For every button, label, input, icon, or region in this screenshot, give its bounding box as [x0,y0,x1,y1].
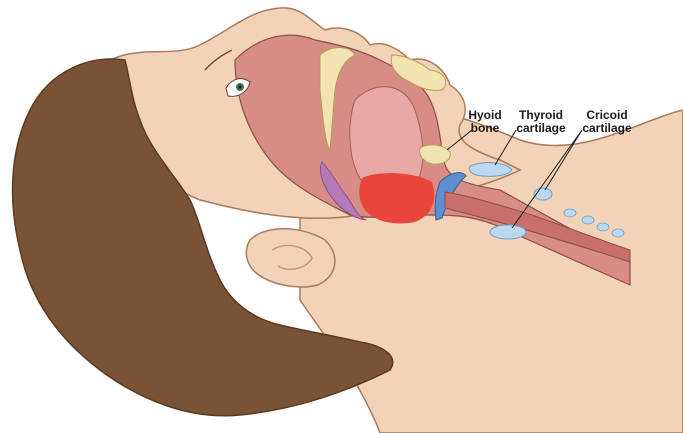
cricoid-cartilage-upper [490,225,526,239]
ear-icon [246,229,335,287]
thyroid-cartilage-label: Thyroid cartilage [512,109,570,135]
tracheal-ring [612,229,624,237]
tracheal-ring [582,216,594,224]
tracheal-ring [564,209,576,217]
tracheal-ring [597,223,609,231]
hyoid-bone-label: Hyoid bone [463,109,507,135]
cricoid-cartilage-label: Cricoid cartilage [577,109,637,135]
